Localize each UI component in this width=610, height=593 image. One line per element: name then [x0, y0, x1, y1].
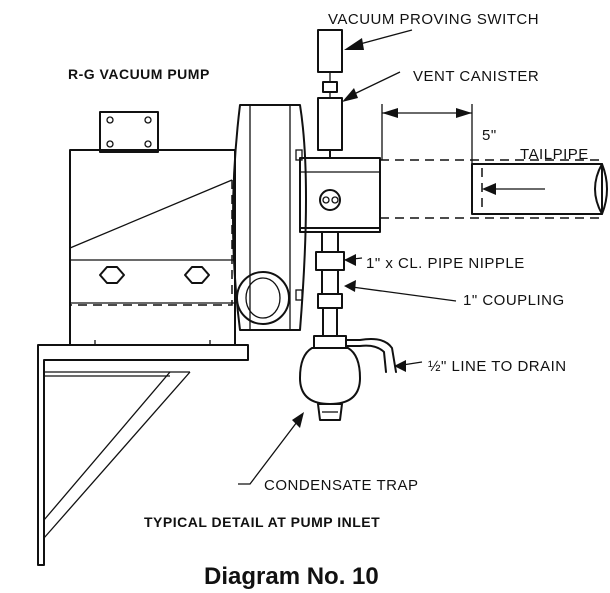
proving-switch-assembly — [317, 29, 343, 159]
label-line-to-drain: ½" LINE TO DRAIN — [428, 358, 567, 375]
label-vacuum-proving-switch: VACUUM PROVING SWITCH — [328, 11, 539, 28]
dimension-5in — [381, 104, 473, 164]
leader-arrows — [238, 29, 545, 485]
inlet-piping — [299, 231, 397, 421]
tailpipe — [380, 159, 608, 219]
label-pump: R-G VACUUM PUMP — [68, 66, 210, 82]
label-tailpipe: TAILPIPE — [520, 146, 589, 163]
label-coupling: 1" COUPLING — [463, 292, 565, 309]
diagram-title: Diagram No. 10 — [204, 563, 379, 590]
label-distance: 5" — [482, 127, 497, 144]
label-pipe-nipple: 1" x CL. PIPE NIPPLE — [366, 255, 525, 272]
pump-motor — [69, 111, 236, 346]
wall-bracket — [37, 344, 249, 566]
pump-housing — [232, 104, 307, 331]
label-vent-canister: VENT CANISTER — [413, 68, 539, 85]
inlet-box — [299, 157, 381, 233]
label-condensate-trap: CONDENSATE TRAP — [264, 477, 418, 494]
detail-caption: TYPICAL DETAIL AT PUMP INLET — [144, 514, 380, 530]
